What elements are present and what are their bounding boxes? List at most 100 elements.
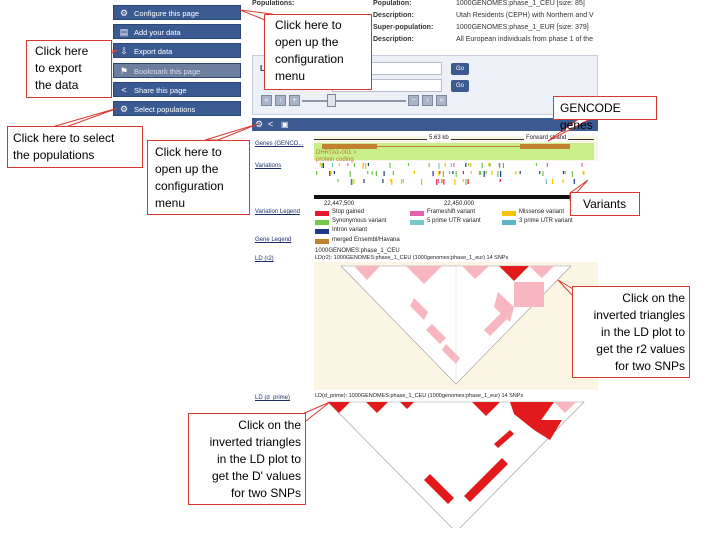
variant-tick[interactable] [485, 171, 487, 174]
gene-bar[interactable] [322, 144, 377, 149]
variant-tick[interactable] [562, 179, 564, 183]
variant-tick[interactable] [444, 163, 446, 167]
ld-r2-label[interactable]: LD (r2) [255, 256, 274, 262]
ld-r2-plot[interactable] [314, 262, 598, 390]
ld-cell[interactable] [494, 430, 514, 448]
variant-tick[interactable] [551, 179, 553, 184]
variant-tick[interactable] [367, 163, 369, 166]
variant-tick[interactable] [392, 171, 394, 174]
variant-tick[interactable] [488, 163, 490, 166]
variant-tick[interactable] [389, 163, 391, 168]
variant-tick[interactable] [375, 171, 377, 176]
variant-tick[interactable] [481, 163, 483, 168]
variant-tick[interactable] [468, 163, 470, 166]
variant-tick[interactable] [441, 179, 443, 183]
variant-tick[interactable] [542, 171, 544, 176]
variant-tick[interactable] [454, 179, 456, 185]
zoom-slider-handle[interactable] [327, 94, 336, 107]
scroll-right-far-button[interactable]: » [436, 95, 447, 106]
share-page-button[interactable]: < Share this page [113, 82, 241, 97]
variant-tick[interactable] [535, 163, 537, 166]
variant-tick[interactable] [413, 171, 415, 174]
variant-tick[interactable] [319, 163, 321, 166]
variant-tick[interactable] [573, 179, 575, 184]
variant-tick[interactable] [515, 171, 517, 175]
gene-bar-2[interactable] [520, 144, 570, 149]
ld-cell[interactable] [354, 266, 380, 280]
variant-tick[interactable] [467, 179, 469, 184]
ld-cell[interactable] [494, 292, 514, 322]
variant-tick[interactable] [428, 163, 430, 167]
variant-tick[interactable] [390, 179, 392, 182]
go-button-2[interactable]: Go [451, 80, 469, 92]
variant-tick[interactable] [442, 171, 444, 177]
variant-tick[interactable] [322, 163, 324, 168]
ld-cell[interactable] [514, 282, 544, 307]
browser-share-icon[interactable]: < [268, 119, 274, 129]
variant-tick[interactable] [329, 171, 331, 176]
variant-tick[interactable] [546, 163, 548, 167]
variant-tick[interactable] [564, 171, 566, 174]
ld-cell[interactable] [410, 298, 428, 320]
ld-cell[interactable] [510, 402, 554, 430]
variant-tick[interactable] [453, 163, 455, 167]
ld-cell[interactable] [424, 474, 454, 504]
variant-tick[interactable] [491, 171, 493, 175]
configure-page-button[interactable]: ⚙ Configure this page [113, 5, 241, 20]
variant-tick[interactable] [382, 179, 384, 183]
ld-cell[interactable] [328, 402, 350, 413]
ld-cell[interactable] [554, 402, 576, 413]
scroll-left-button[interactable]: ‹ [275, 95, 286, 106]
variations-track-label[interactable]: Variations [255, 163, 282, 169]
variant-tick[interactable] [571, 171, 573, 177]
variant-tick[interactable] [349, 171, 351, 177]
add-data-button[interactable]: ▤ Add your data [113, 24, 241, 39]
variant-tick[interactable] [500, 171, 502, 177]
variant-tick[interactable] [421, 179, 423, 185]
variant-tick[interactable] [448, 171, 451, 174]
variant-tick[interactable] [337, 179, 339, 182]
variant-tick[interactable] [438, 171, 440, 176]
ld-cell[interactable] [462, 266, 489, 279]
variant-tick[interactable] [351, 179, 353, 185]
variant-tick[interactable] [400, 179, 403, 184]
ld-cell[interactable] [366, 402, 388, 413]
variant-tick[interactable] [350, 179, 352, 185]
go-button[interactable]: Go [451, 63, 469, 75]
variant-tick[interactable] [502, 163, 504, 168]
ld-cell[interactable] [534, 420, 562, 440]
variant-tick[interactable] [367, 171, 369, 174]
ld-cell[interactable] [484, 312, 508, 336]
variant-tick[interactable] [470, 171, 472, 174]
variant-tick[interactable] [483, 171, 485, 177]
ld-cell[interactable] [442, 344, 460, 364]
variant-tick[interactable] [316, 171, 318, 175]
variant-tick[interactable] [470, 163, 472, 167]
variant-tick[interactable] [581, 163, 583, 167]
variant-tick[interactable] [362, 163, 364, 169]
variant-tick[interactable] [365, 163, 367, 169]
ld-cell[interactable] [499, 266, 529, 281]
variant-tick[interactable] [321, 163, 323, 168]
variant-tick[interactable] [452, 171, 454, 174]
ld-dprime-triangle[interactable] [327, 401, 585, 528]
ld-cell[interactable] [400, 402, 414, 409]
scroll-left-far-button[interactable]: « [261, 95, 272, 106]
ld-cell[interactable] [406, 266, 442, 284]
variant-tick[interactable] [519, 171, 521, 174]
variant-tick[interactable] [462, 171, 464, 174]
select-populations-button[interactable]: ⚙ Select populations [113, 101, 241, 116]
ld-cell[interactable] [472, 402, 500, 416]
variant-tick[interactable] [465, 179, 467, 185]
variant-tick[interactable] [333, 171, 335, 174]
variant-tick[interactable] [462, 179, 464, 182]
variant-tick[interactable] [331, 163, 333, 167]
variant-tick[interactable] [497, 171, 499, 177]
scroll-right-button[interactable]: › [422, 95, 433, 106]
variant-tick[interactable] [562, 171, 565, 174]
variant-tick[interactable] [489, 163, 491, 167]
variant-tick[interactable] [353, 163, 355, 167]
browser-config-gear-icon[interactable]: ⚙ [255, 119, 264, 129]
variant-tick[interactable] [353, 179, 355, 184]
export-data-button[interactable]: ⇩ Export data [113, 43, 241, 58]
